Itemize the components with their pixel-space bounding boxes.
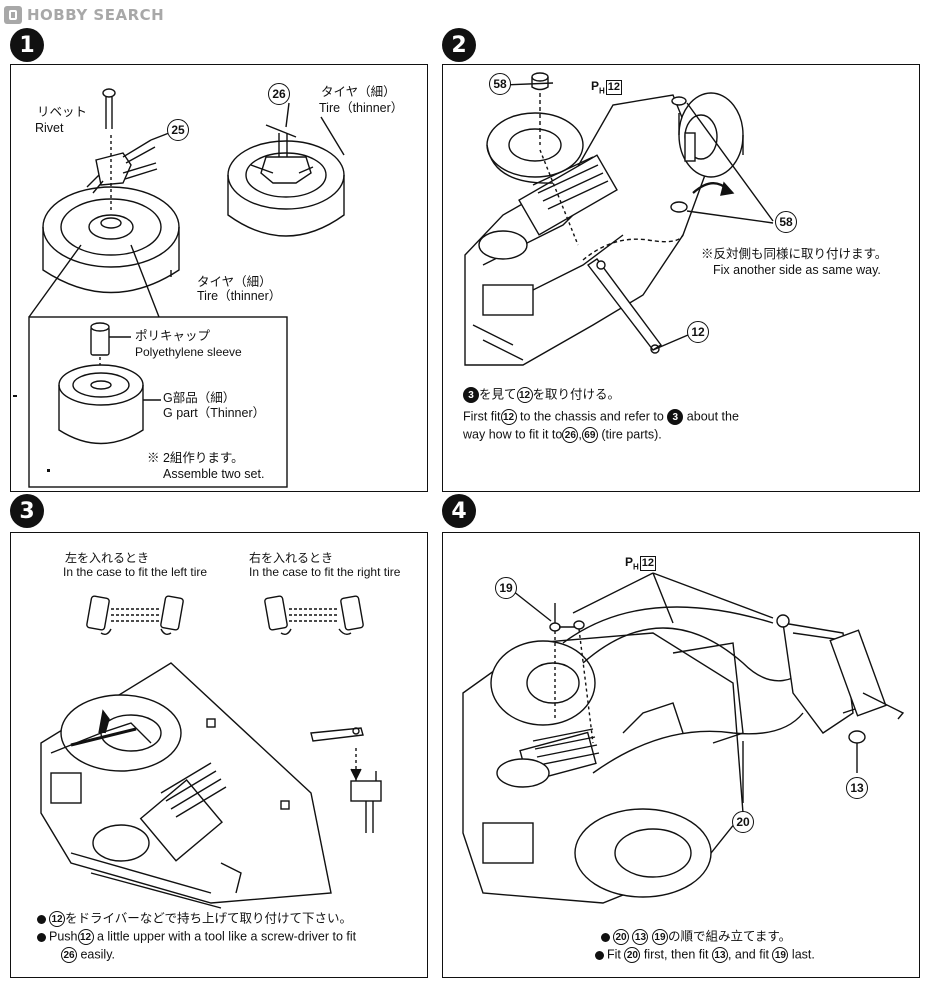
step-1-illustration (13, 88, 345, 488)
part-20-callout: 20 (732, 811, 754, 833)
step-3-illustration (40, 595, 382, 909)
part-26-callout: 26 (268, 83, 290, 105)
left-tire-label-en: In the case to fit the left tire (63, 565, 208, 579)
tire-top-label-jp: タイヤ（細） (321, 85, 396, 99)
step-1-note-en: Assemble two set. (163, 467, 265, 481)
step-3-panel: 左を入れるとき In the case to fit the left tire… (10, 532, 428, 978)
step-4-instruction-en: Fit 20 first, then fit 13, and fit 19 la… (595, 947, 815, 963)
part-58-top-callout: 58 (489, 73, 511, 95)
part-19-callout: 19 (495, 577, 517, 599)
tire-bottom-label-jp: タイヤ（細） (197, 275, 272, 289)
step-1-badge: 1 (10, 28, 44, 62)
step-3-instruction-en-2: 26 easily. (61, 947, 115, 963)
step-3-badge: 3 (10, 494, 44, 528)
step-2-badge: 2 (442, 28, 476, 62)
step-2-note-jp: ※反対側も同様に取り付けます。 (701, 247, 888, 261)
polycap-label-en: Polyethylene sleeve (135, 345, 242, 359)
polycap-label-jp: ポリキャップ (135, 329, 211, 343)
site-logo: HOBBY SEARCH (4, 4, 164, 26)
gpart-label-jp: G部品（細） (163, 391, 236, 405)
bullet-icon (601, 932, 610, 942)
step-1-note-jp: ※ 2組作ります。 (147, 451, 244, 465)
tire-top-label-en: Tire（thinner） (319, 101, 404, 115)
logo-text: HOBBY SEARCH (27, 6, 165, 24)
right-tire-label-en: In the case to fit the right tire (249, 565, 401, 579)
part-13-callout: 13 (846, 777, 868, 799)
step-1-panel: リベット Rivet 25 26 タイヤ（細） Tire（thinner） タイ… (10, 64, 428, 492)
hobby-search-logo-icon (4, 6, 22, 24)
left-tire-label-jp: 左を入れるとき (65, 551, 150, 565)
right-tire-label-jp: 右を入れるとき (249, 551, 334, 565)
step-4-illustration (462, 572, 905, 904)
part-25-callout: 25 (167, 119, 189, 141)
rivet-label-en: Rivet (35, 121, 64, 135)
rivet-label-jp: リベット (37, 105, 88, 119)
bullet-icon (595, 950, 604, 960)
step-2-note-en: Fix another side as same way. (713, 263, 881, 277)
bullet-icon (37, 914, 46, 924)
gpart-label-en: G part（Thinner） (163, 406, 266, 420)
part-58-right-callout: 58 (775, 211, 797, 233)
tire-bottom-label-en: Tire（thinner） (197, 289, 282, 303)
step-2-illustration (464, 72, 774, 366)
part-12-callout: 12 (687, 321, 709, 343)
step-4-badge: 4 (442, 494, 476, 528)
bullet-icon (37, 932, 46, 942)
